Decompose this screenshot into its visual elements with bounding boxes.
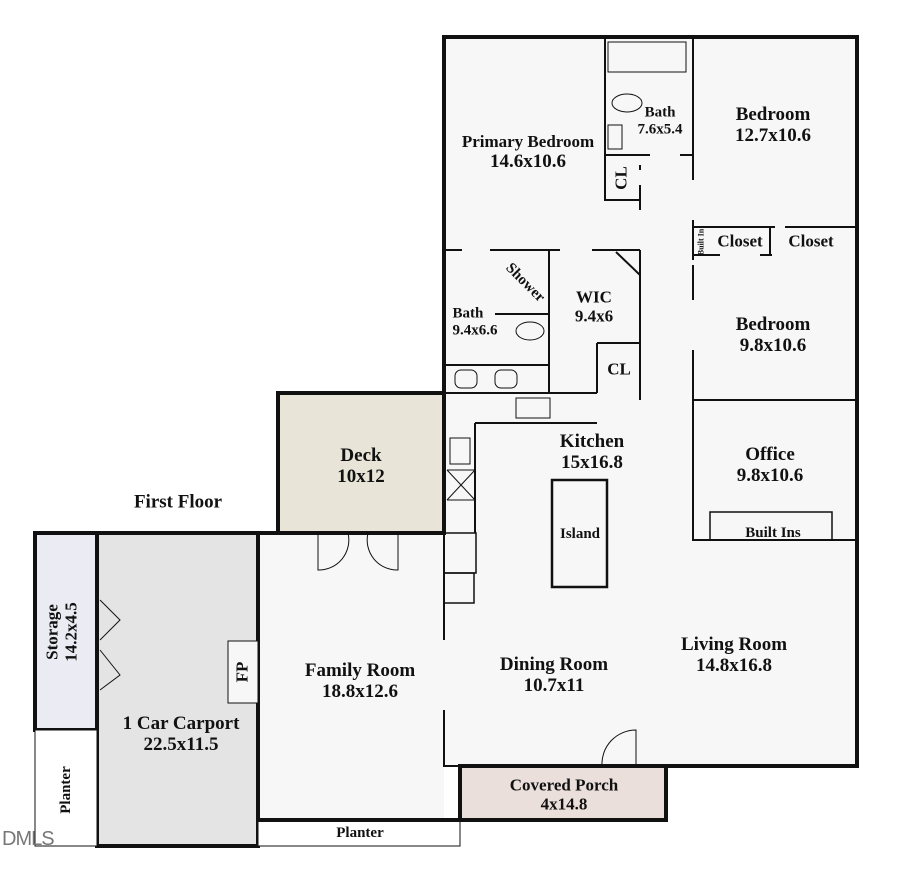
storage-area: [33, 531, 99, 732]
closet-2-label: Closet: [788, 231, 834, 251]
planter-bottom-area: [257, 819, 461, 847]
island-label: Island: [559, 525, 601, 542]
built-ins-label: Built Ins: [745, 524, 801, 541]
island-shape: [550, 478, 609, 589]
fireplace-label: FP: [232, 661, 252, 683]
built-in-label: Built In: [696, 228, 706, 256]
planter-bottom-label: Planter: [336, 824, 384, 841]
planter-left-area: [34, 729, 98, 847]
porch-area: [458, 764, 668, 822]
family-room-area: [258, 533, 444, 820]
watermark: DMLS: [2, 828, 55, 850]
cl-1-label: CL: [611, 166, 631, 190]
cl-2-label: CL: [607, 359, 631, 379]
floor-label: First Floor: [133, 491, 223, 513]
house-interior: [444, 37, 857, 766]
closet-1-label: Closet: [717, 231, 763, 251]
planter-left-label: Planter: [57, 766, 74, 814]
